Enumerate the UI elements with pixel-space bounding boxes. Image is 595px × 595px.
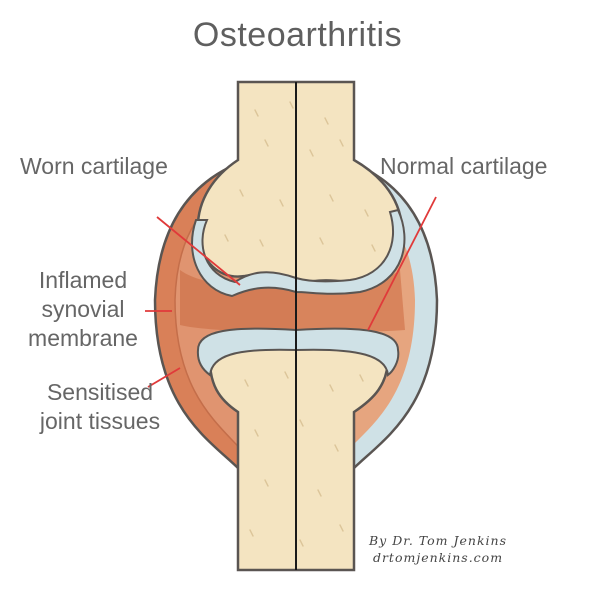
inflamed-membrane-label: Inflamed synovial membrane xyxy=(8,266,158,353)
bone-texture-marks xyxy=(224,101,376,547)
worn-cartilage-pointer xyxy=(156,216,241,286)
credit-author: By Dr. Tom Jenkins xyxy=(368,533,507,548)
sensitised-label-line1: Sensitised xyxy=(46,379,154,405)
inflamed-label-line1: Inflamed xyxy=(38,267,128,293)
diagram-title: Osteoarthritis xyxy=(192,16,403,54)
sensitised-label-line2: joint tissues xyxy=(39,408,161,434)
author-credit: By Dr. Tom Jenkins drtomjenkins.com xyxy=(358,532,518,566)
normal-cartilage-pointer xyxy=(367,196,437,331)
sensitised-tissues-pointer xyxy=(147,367,181,388)
femur-bone xyxy=(196,80,404,290)
sensitised-tissues-label: Sensitised joint tissues xyxy=(20,378,180,436)
normal-cartilage-label: Normal cartilage xyxy=(380,153,548,179)
worn-cartilage-label: Worn cartilage xyxy=(20,153,168,179)
inflamed-label-line3: membrane xyxy=(28,325,138,351)
credit-website: drtomjenkins.com xyxy=(372,550,504,565)
inflamed-label-line2: synovial xyxy=(41,296,125,322)
